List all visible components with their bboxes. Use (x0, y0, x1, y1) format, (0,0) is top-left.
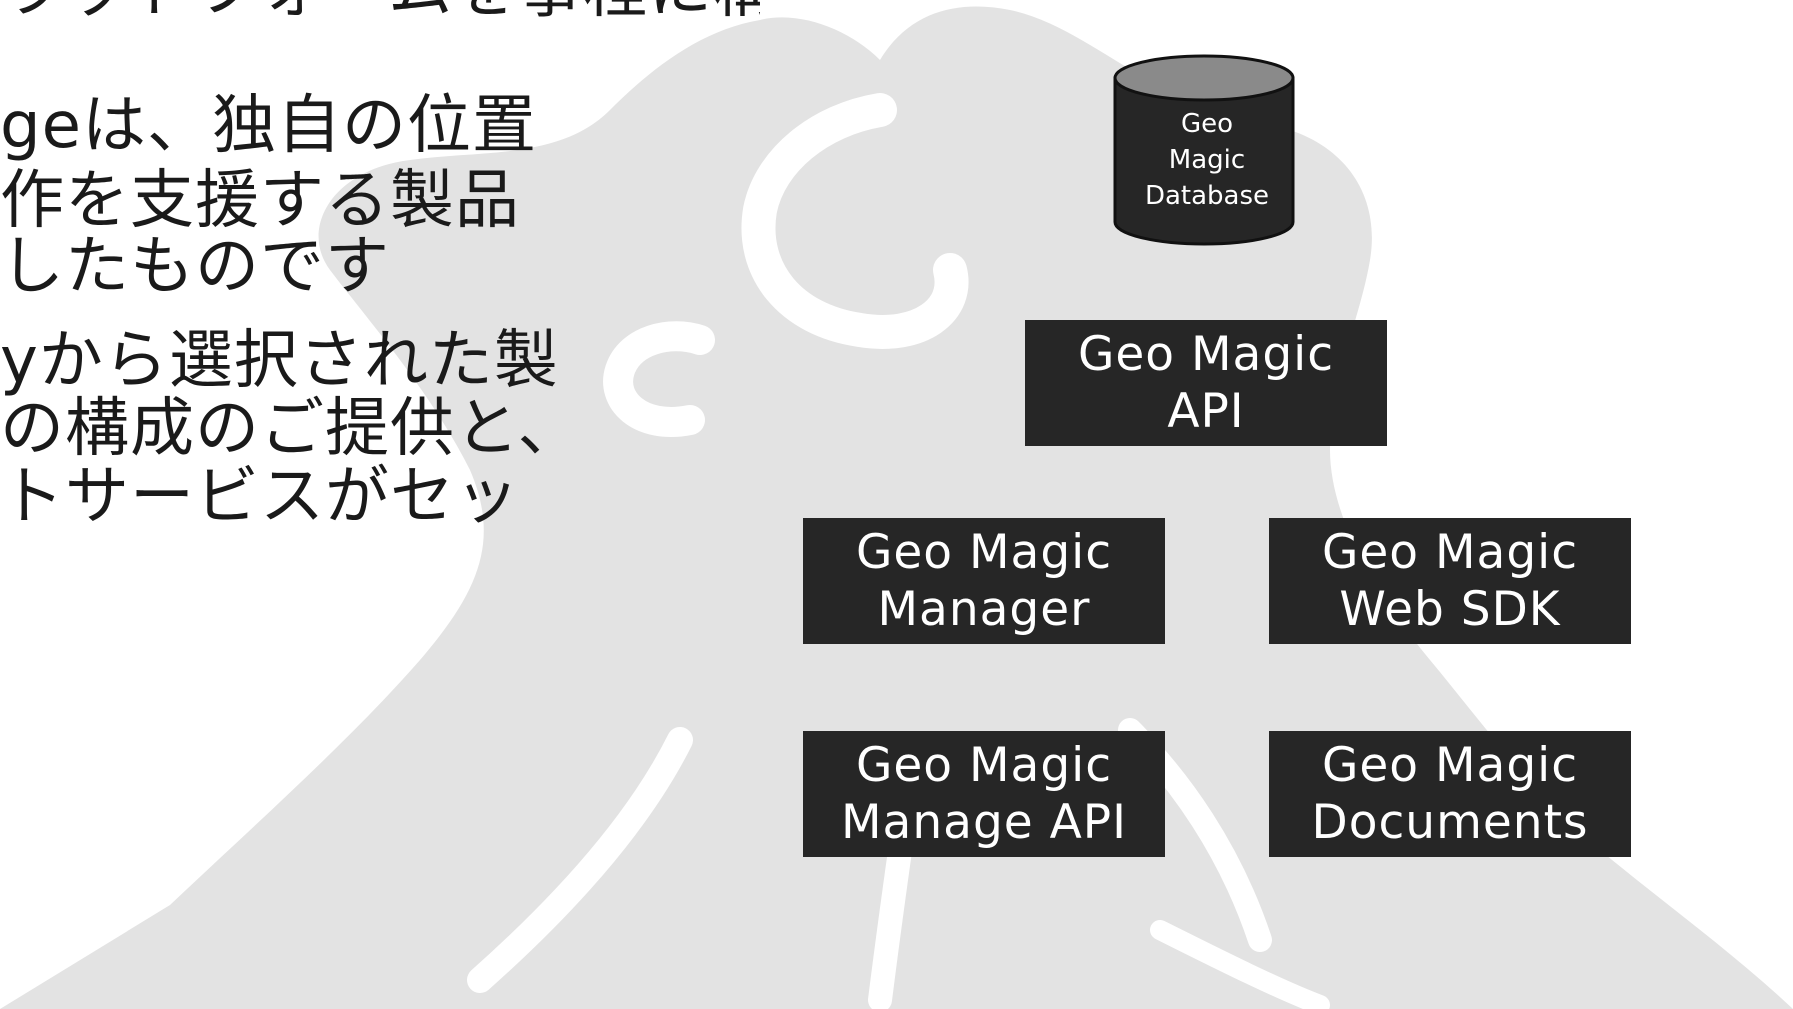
geo-magic-web-sdk-box: Geo Magic Web SDK (1269, 518, 1631, 644)
text-line: の構成のご提供と、 (0, 392, 583, 466)
node-label-line: Web SDK (1339, 582, 1561, 637)
node-label-line: Geo Magic (855, 525, 1113, 580)
node-label-line: Manager (877, 582, 1091, 637)
database-label: Geo Magic Database (1112, 106, 1302, 214)
node-label-line: Geo Magic (855, 738, 1113, 793)
node-label-line: Documents (1311, 795, 1589, 850)
text-line: yから選択された製 (0, 324, 559, 398)
description-text-block: ラットフォームを事程に構築 geは、独自の位置 作を支援する製品 したものです … (0, 0, 760, 1009)
node-label-line: Manage API (841, 795, 1127, 850)
geo-magic-api-box: Geo Magic API (1025, 320, 1387, 446)
geo-magic-manager-box: Geo Magic Manager (803, 518, 1165, 644)
node-label-line: API (1167, 384, 1245, 439)
database-label-line: Database (1144, 181, 1270, 211)
database-cylinder-icon (1113, 54, 1295, 246)
node-label-line: Geo Magic (1077, 327, 1335, 382)
text-line: ラットフォームを事程に構築 (0, 0, 760, 22)
text-line: したものです (0, 230, 390, 304)
node-label-line: Geo Magic (1321, 738, 1579, 793)
geo-magic-documents-box: Geo Magic Documents (1269, 731, 1631, 857)
text-line: 作を支援する製品 (0, 164, 520, 238)
database-label-line: Magic (1168, 145, 1246, 175)
geo-magic-manage-api-box: Geo Magic Manage API (803, 731, 1165, 857)
text-line: geは、独自の位置 (0, 89, 537, 163)
database-label-line: Geo (1180, 109, 1234, 139)
text-line: トサービスがセッ (0, 460, 520, 534)
node-label-line: Geo Magic (1321, 525, 1579, 580)
